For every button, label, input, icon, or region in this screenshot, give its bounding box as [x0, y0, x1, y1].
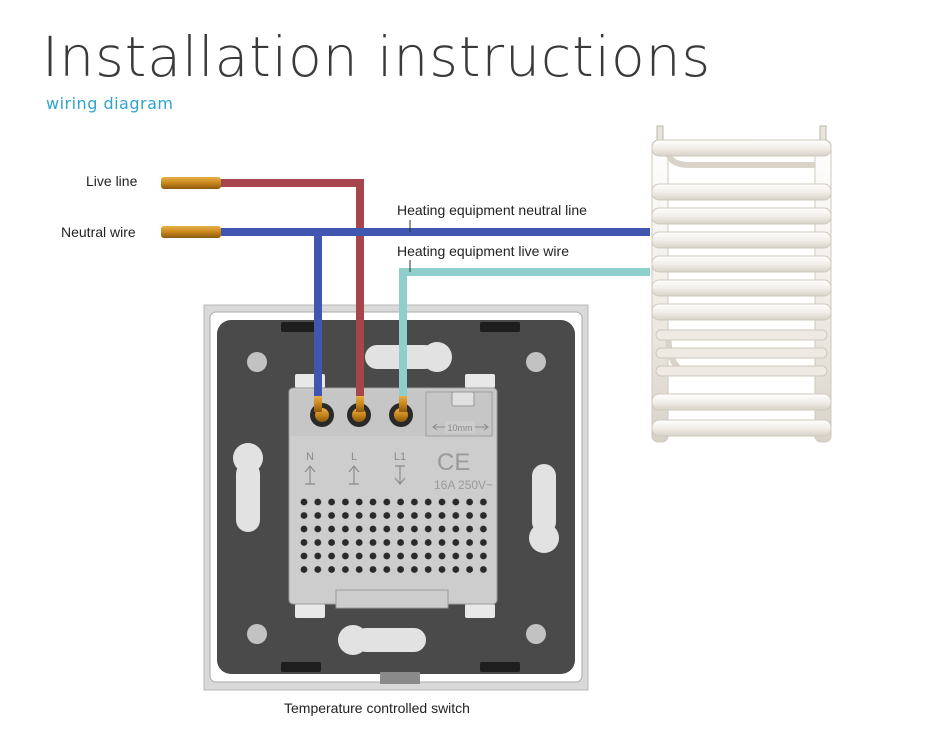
- neutral-wire: [161, 226, 650, 412]
- switch-caption: Temperature controlled switch: [284, 700, 470, 716]
- neutral-wire-label: Neutral wire: [61, 224, 136, 240]
- heating-live-wire: [399, 268, 650, 412]
- thermostat-module: 10mm CE 16A 250V~ N L L1: [288, 387, 498, 609]
- page-title: Installation instructions: [42, 25, 712, 89]
- heating-live-label: Heating equipment live wire: [397, 243, 569, 259]
- vent-grille: [299, 497, 493, 579]
- live-wire: [161, 177, 364, 412]
- heating-neutral-label: Heating equipment neutral line: [397, 202, 587, 218]
- rating-label: 16A 250V~: [434, 478, 493, 492]
- strip-length-gauge: 10mm: [432, 421, 489, 433]
- page-subtitle: wiring diagram: [46, 94, 174, 113]
- arrow-up-icon: [348, 465, 360, 485]
- terminal-l: [347, 403, 371, 427]
- towel-radiator: [651, 125, 832, 443]
- strip-length-label: 10mm: [447, 423, 472, 433]
- terminal-label-n: N: [306, 451, 314, 463]
- terminal-label-l: L: [351, 451, 357, 463]
- terminal-label-l1: L1: [394, 451, 406, 463]
- live-line-label: Live line: [86, 173, 138, 189]
- arrow-down-icon: [394, 465, 406, 485]
- ce-mark: CE: [437, 449, 470, 476]
- arrow-up-icon: [304, 465, 316, 485]
